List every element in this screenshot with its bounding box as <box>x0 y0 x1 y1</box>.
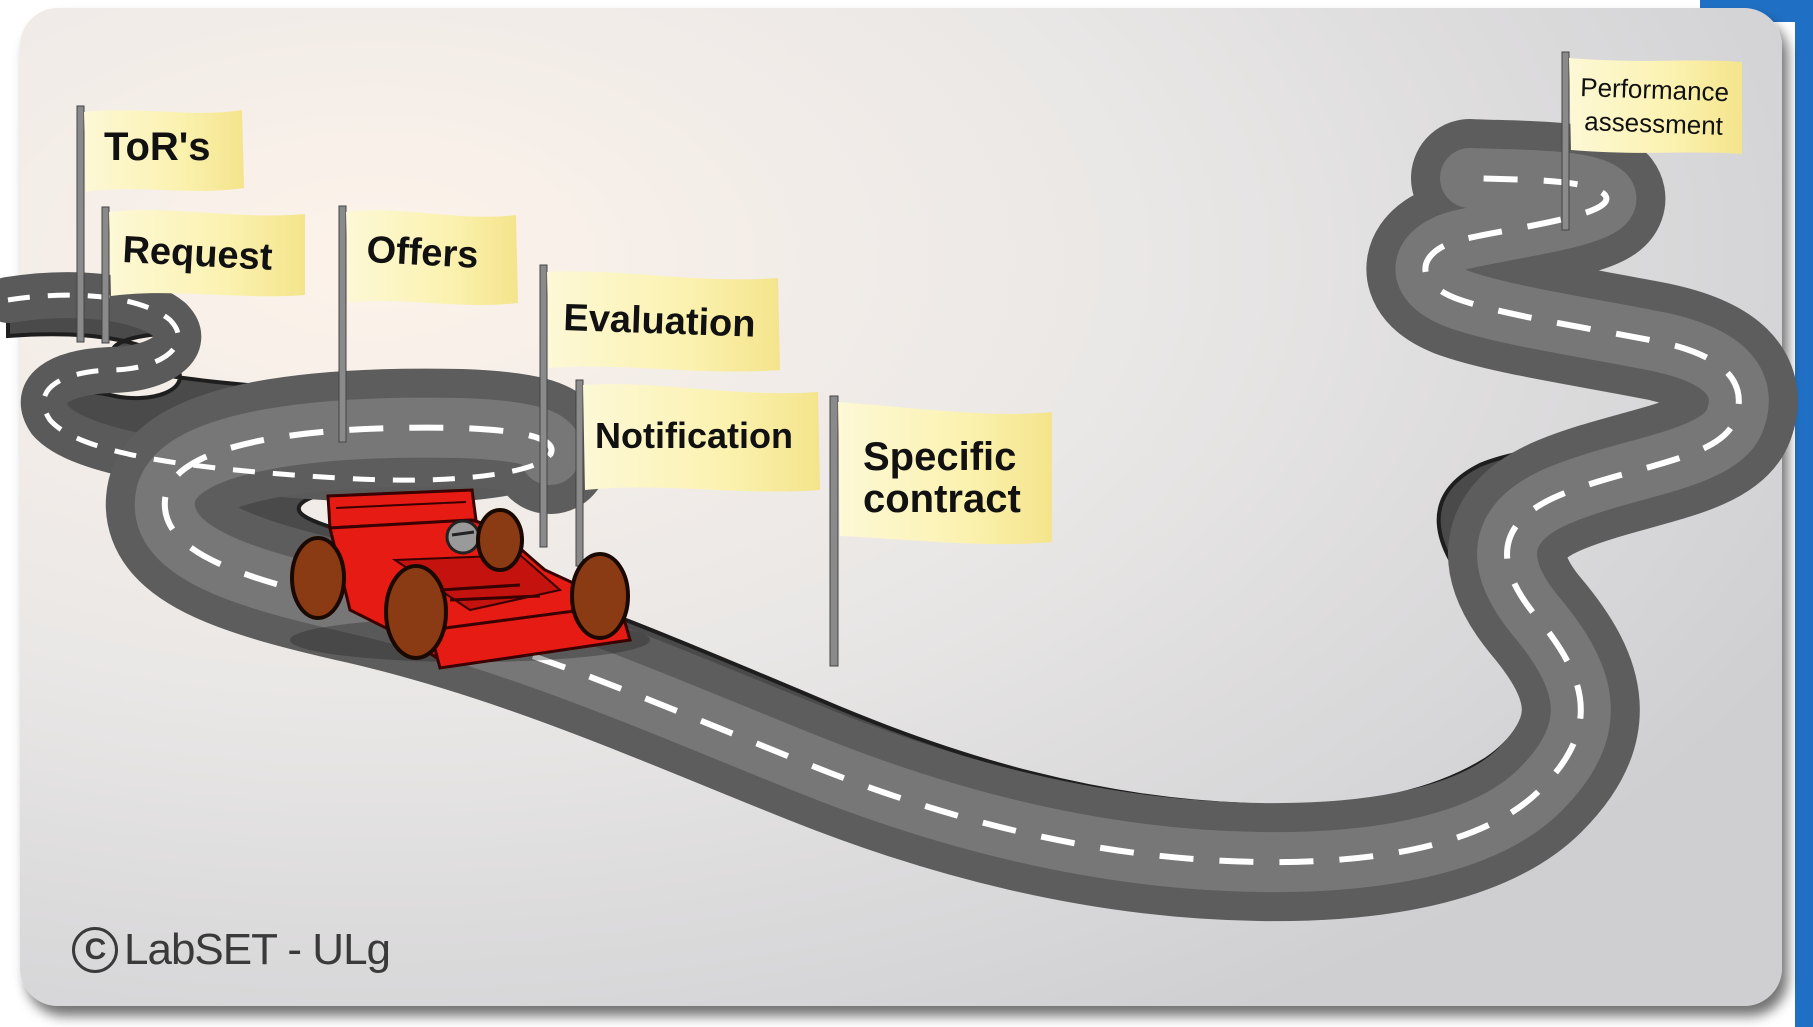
flag-pole <box>338 205 347 443</box>
credit-text: LabSET - ULg <box>124 925 391 974</box>
car-wheel-rear-right <box>476 508 524 572</box>
car-wheel-front-right <box>570 552 630 640</box>
flag-banner <box>1569 58 1742 154</box>
flag-label-performance: Performance <box>1580 72 1730 107</box>
car-wheel-front-left <box>384 564 448 660</box>
flag-label-request: Request <box>122 229 274 279</box>
flag-label-assessment: assessment <box>1584 106 1724 141</box>
flag-label-tors: ToR's <box>104 125 211 169</box>
flag-specific-contract: Specific contract <box>829 395 1052 667</box>
flag-label-contract: contract <box>863 477 1021 521</box>
flag-label-notification: Notification <box>595 415 793 456</box>
frame-accent <box>1795 0 1813 1027</box>
road-center-line-a <box>7 292 553 483</box>
race-car <box>290 488 650 670</box>
flag-offers: Offers <box>338 205 518 443</box>
flag-tors: ToR's <box>76 105 244 343</box>
flag-label-evaluation: Evaluation <box>563 297 757 346</box>
flag-label-offers: Offers <box>366 229 480 277</box>
road <box>0 119 1798 922</box>
flag-banner <box>547 271 780 372</box>
flag-performance-assessment: Performance assessment <box>1561 51 1742 231</box>
flag-banner <box>838 402 1052 545</box>
flag-label-specific: Specific <box>863 435 1016 479</box>
flag-pole <box>539 264 548 548</box>
flag-request: Request <box>101 206 305 344</box>
flag-evaluation: Evaluation <box>539 264 780 548</box>
copyright-icon: C <box>72 927 118 973</box>
flag-pole <box>101 206 110 344</box>
flag-pole <box>1561 51 1570 231</box>
road-center-line-b <box>161 175 1742 866</box>
flag-banner <box>84 110 244 192</box>
flag-pole <box>575 379 584 567</box>
flag-banner <box>109 210 305 297</box>
car-wheel-rear-left <box>290 536 346 620</box>
flag-banner <box>346 210 518 306</box>
flag-pole <box>76 105 85 343</box>
flag-pole <box>829 395 839 667</box>
copyright-credit: C LabSET - ULg <box>72 925 391 975</box>
car-driver-helmet <box>445 519 481 555</box>
flag-banner <box>583 384 820 492</box>
flag-notification: Notification <box>575 379 820 567</box>
